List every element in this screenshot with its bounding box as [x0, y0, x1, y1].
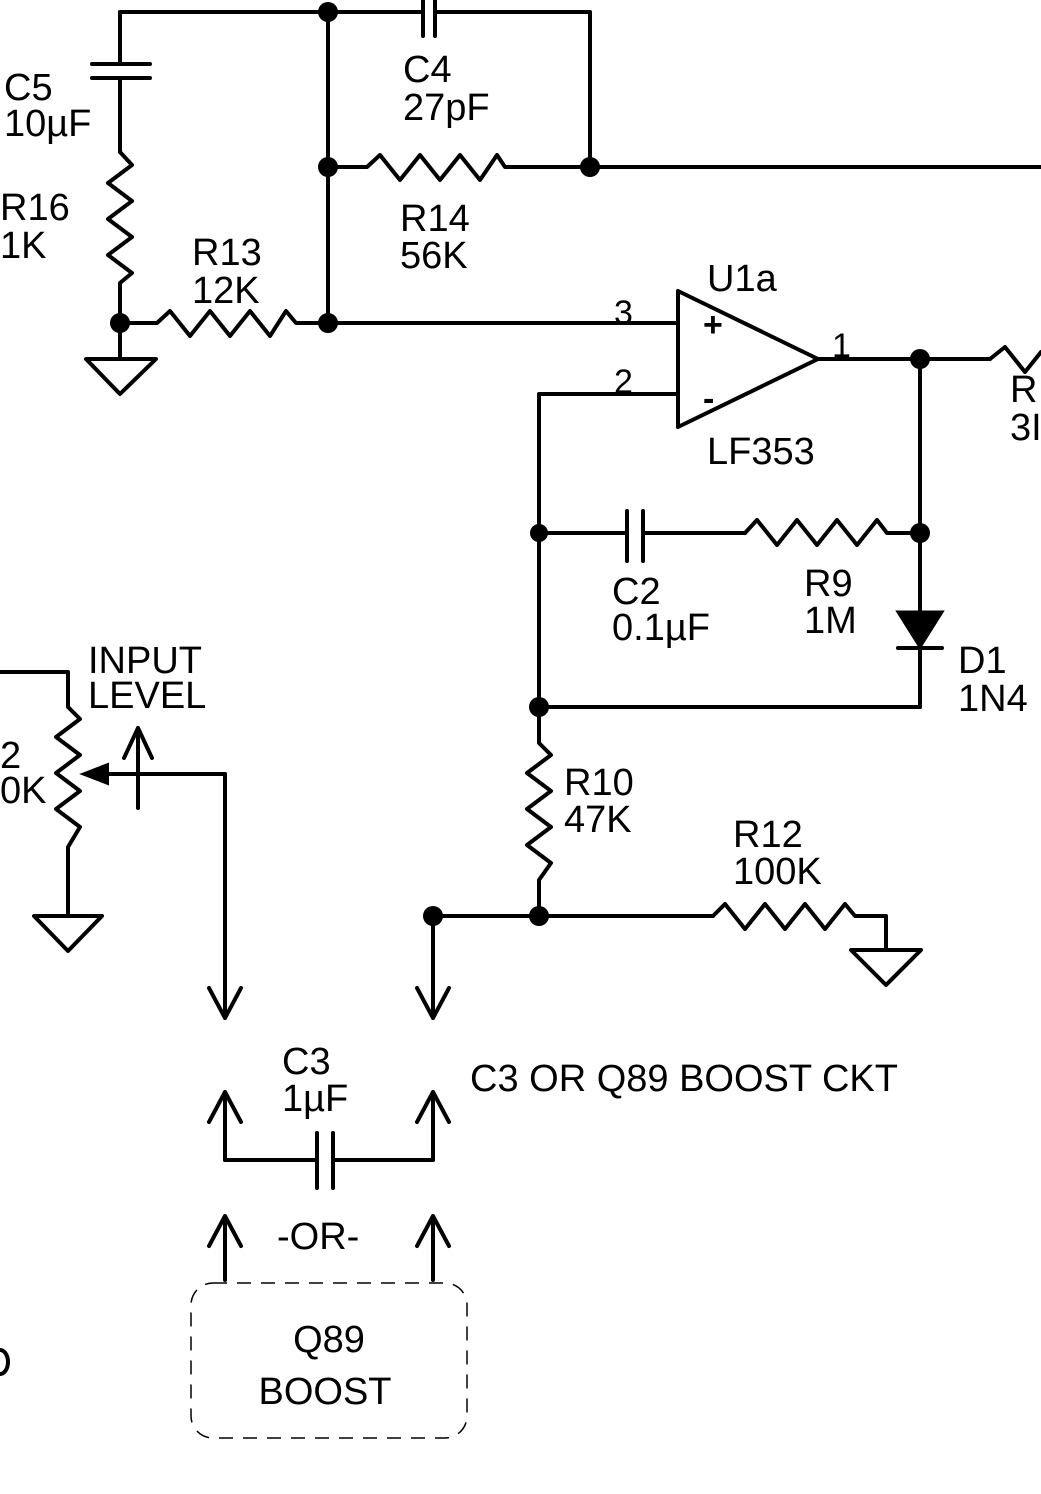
opamp-minus-sign: - [703, 380, 714, 418]
q89-label-line1: Q89 [293, 1319, 365, 1361]
c4-ref-label: C4 [403, 49, 452, 91]
opamp-plus-sign: + [703, 306, 723, 344]
c2-ref-label: C2 [612, 571, 661, 613]
c3-capacitor [223, 1131, 435, 1190]
pot-ref-label: 2 [0, 735, 21, 777]
r9-resistor [743, 518, 922, 547]
r13-value-label: 12K [192, 270, 260, 312]
pot-label-line1: INPUT [88, 640, 202, 682]
r9-ref-label: R9 [804, 563, 853, 605]
r12-resistor [711, 902, 888, 952]
pin-2-label: 2 [614, 363, 633, 401]
u1a-part-label: LF353 [707, 431, 815, 473]
c3-value-label: 1µF [282, 1078, 348, 1120]
c5-capacitor [90, 10, 152, 154]
r10-resistor [525, 705, 553, 918]
opamp-u1a: + - [676, 289, 820, 429]
c5-ref-label: C5 [4, 67, 53, 109]
c2-value-label: 0.1µF [612, 607, 710, 649]
r13-resistor [118, 309, 330, 338]
diode-body [895, 610, 945, 650]
c4-value-label: 27pF [403, 87, 490, 129]
c4-capacitor [326, 0, 592, 169]
pin-1-label: 1 [832, 327, 851, 365]
r-output-value-label: 3I [1010, 407, 1041, 449]
r14-value-label: 56K [400, 235, 468, 277]
q89-label-line2: BOOST [258, 1371, 391, 1413]
boost-circuit-note: C3 OR Q89 BOOST CKT [470, 1058, 898, 1100]
ground-symbol [84, 321, 158, 396]
c5-value-label: 10µF [4, 103, 91, 145]
pot-label-line2: LEVEL [88, 675, 206, 717]
d1-ref-label: D1 [958, 640, 1007, 682]
or-label: -OR- [277, 1216, 359, 1258]
junction-dots [110, 2, 930, 926]
inverting-input-wire [537, 392, 680, 709]
c3-ref-label: C3 [282, 1041, 331, 1083]
r-output-resistor [988, 345, 1041, 374]
r16-ref-label: R16 [0, 187, 70, 229]
r16-value-label: 1K [0, 225, 46, 267]
r-output-ref-label: R [1010, 369, 1037, 411]
r9-value-label: 1M [804, 600, 857, 642]
r12-ref-label: R12 [733, 814, 803, 856]
c2-capacitor [537, 509, 747, 563]
r12-value-label: 100K [733, 851, 822, 893]
boost-jumper-arrows [207, 772, 451, 1282]
r16-resistor [106, 150, 134, 325]
input-level-potentiometer [0, 670, 227, 953]
r14-resistor [326, 153, 592, 182]
r14-ref-label: R14 [400, 198, 470, 240]
d1-diode [895, 610, 945, 709]
q89-boost-box [190, 1282, 468, 1439]
ground-symbol [849, 948, 923, 987]
r13-ref-label: R13 [192, 232, 262, 274]
edge-fragment [0, 1348, 10, 1376]
r10-value-label: 47K [564, 799, 632, 841]
pin-3-label: 3 [614, 294, 633, 332]
pot-value-label: 0K [0, 770, 46, 812]
r10-ref-label: R10 [564, 762, 634, 804]
u1a-ref-label: U1a [707, 258, 778, 300]
d1-value-label: 1N4 [958, 678, 1028, 720]
